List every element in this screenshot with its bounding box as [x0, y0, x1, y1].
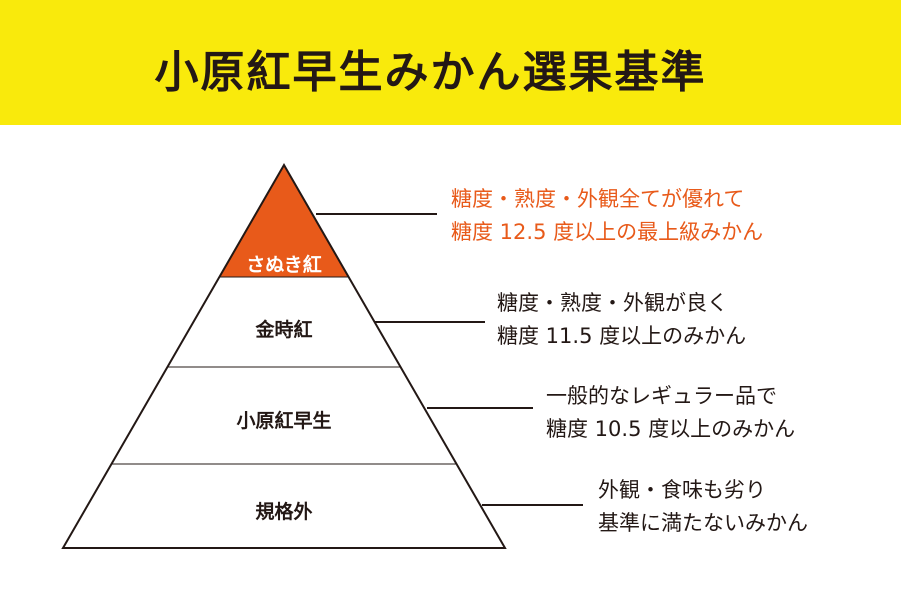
tier-description-oharabeni-wase: 一般的なレギュラー品で 糖度 10.5 度以上のみかん [546, 380, 795, 446]
tier-label-oharabeni-wase: 小原紅早生 [236, 410, 332, 432]
tier-label-substandard: 規格外 [255, 501, 313, 523]
tier-description-sanukibeni: 糖度・熟度・外観全てが優れて 糖度 12.5 度以上の最上級みかん [451, 183, 763, 249]
page-title: 小原紅早生みかん選果基準 [154, 47, 707, 98]
description-line: 糖度 11.5 度以上のみかん [497, 324, 747, 348]
description-line: 糖度・熟度・外観が良く [497, 291, 728, 315]
tier-description-kintokibeni: 糖度・熟度・外観が良く 糖度 11.5 度以上のみかん [497, 287, 746, 353]
description-line: 外観・食味も劣り [598, 478, 766, 502]
tier-top-fill [219, 165, 349, 277]
pyramid-outline [61, 162, 507, 549]
tier-label-sanukibeni: さぬき紅 [246, 254, 322, 276]
description-line: 基準に満たないみかん [598, 511, 808, 535]
header-banner [0, 0, 901, 125]
description-line: 糖度・熟度・外観全てが優れて [451, 187, 745, 211]
description-line: 一般的なレギュラー品で [546, 384, 777, 408]
tier-description-substandard: 外観・食味も劣り 基準に満たないみかん [598, 474, 808, 540]
description-line: 糖度 10.5 度以上のみかん [546, 417, 796, 441]
description-line: 糖度 12.5 度以上の最上級みかん [451, 220, 764, 244]
tier-label-kintokibeni: 金時紅 [255, 319, 313, 341]
